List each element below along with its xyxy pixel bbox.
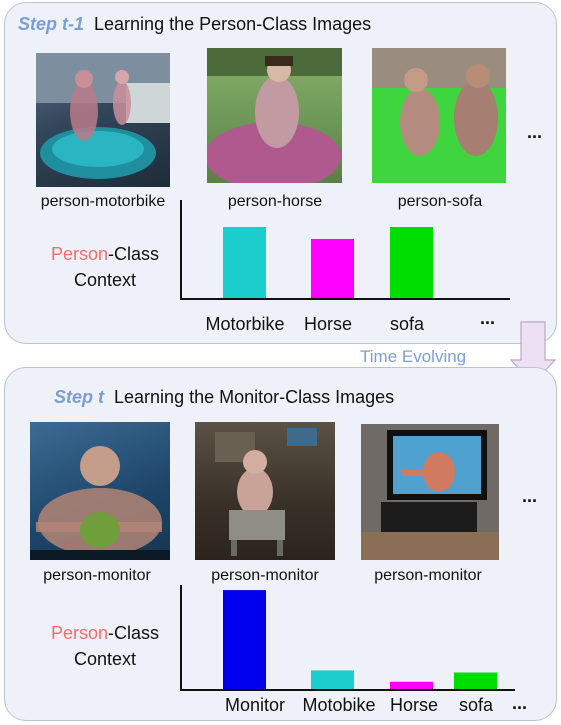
bar-monitor [223,590,266,690]
image-caption: person-sofa [397,193,483,210]
more-images-ellipsis: ... [527,122,543,142]
step-label: Step t [54,387,105,407]
chart-more-ellipsis: ... [512,693,528,713]
chart-2-xlabel: Motobike [302,695,376,715]
chart-2-xlabel: Monitor [224,695,286,715]
person-monitor-photo [195,422,335,560]
step-title: Learning the Person-Class Images [94,14,372,34]
context-label: Person-Class Context [30,620,180,672]
image-caption: person-monitor [374,567,482,584]
person-monitor-photo [30,422,170,560]
person-class-context-chart-1 [180,200,510,300]
person-sofa-photo [372,48,506,183]
time-evolving-label: Time Evolving [360,347,467,366]
chart-1-xlabel: Motorbike [205,314,285,334]
person-horse-photo [207,48,342,183]
context-suffix: -Class [108,244,160,264]
image-caption: person-monitor [211,567,319,584]
image-caption: person-motorbike [40,193,166,210]
bar-motobike [311,670,354,690]
person-motorbike-photo [36,53,170,187]
chart-more-ellipsis: ... [480,308,496,328]
more-images-ellipsis: ... [522,486,538,506]
context-line-2: Context [73,649,137,669]
context-suffix: -Class [108,623,160,643]
step-label: Step t-1 [18,14,85,34]
image-caption: person-monitor [43,567,151,584]
panel-2-title: Step t Learning the Monitor-Class Images [54,387,394,408]
step-title: Learning the Monitor-Class Images [114,387,395,407]
chart-1-xlabel: Horse [303,314,352,334]
context-label: Person-Class Context [30,241,180,293]
chart-2-xlabel: Horse [389,695,438,715]
bar-horse [390,681,433,690]
image-caption: person-horse [227,193,323,210]
context-highlight: Person [50,623,109,643]
bar-motorbike [223,227,266,299]
chart-1-xlabel: sofa [389,314,425,334]
panel-1-title: Step t-1 Learning the Person-Class Images [18,14,371,35]
chart-2-xlabel: sofa [458,695,494,715]
person-monitor-photo [361,424,499,560]
bar-sofa [390,227,433,299]
person-class-context-chart-2 [180,585,515,691]
bar-horse [311,239,354,299]
context-highlight: Person [50,244,109,264]
bar-sofa [454,672,497,690]
context-line-2: Context [73,270,137,290]
